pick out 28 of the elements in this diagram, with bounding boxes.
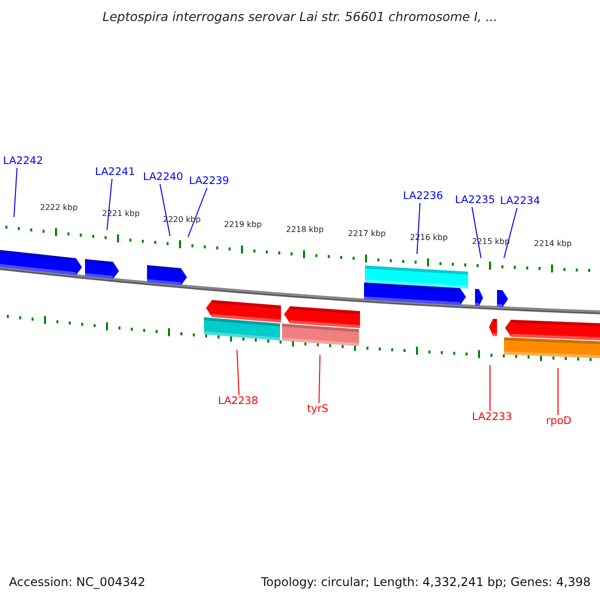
leader-line xyxy=(188,188,208,238)
gene-label: LA2238 xyxy=(218,395,258,408)
leader-line xyxy=(160,184,170,236)
gene-label: tyrS xyxy=(307,403,328,416)
leader-line xyxy=(236,350,240,396)
scale-label: 2214 kbp xyxy=(534,239,572,250)
gene-label: LA2241 xyxy=(95,166,135,179)
scale-label: 2217 kbp xyxy=(348,229,386,240)
leader-line xyxy=(504,208,518,258)
title: Leptospira interrogans serovar Lai str. 56601 chromosome I, ... xyxy=(101,9,499,24)
gene-label: rpoD xyxy=(546,415,572,428)
leader-line xyxy=(318,354,320,404)
footer-text: Accession: NC_004342 xyxy=(9,575,146,589)
footer-text: Topology: circular; Length: 4,332,241 bp; Genes: 4,398 xyxy=(261,575,591,589)
gene-label: LA2242 xyxy=(3,155,43,168)
gene-label: LA2240 xyxy=(143,171,183,184)
gene-label: LA2236 xyxy=(403,190,443,203)
gene-label: LA2234 xyxy=(500,195,540,208)
scale-label: 2219 kbp xyxy=(224,220,262,230)
scale-label: 2218 kbp xyxy=(286,225,324,236)
gene-label: LA2233 xyxy=(472,411,512,424)
leader-line xyxy=(14,168,18,218)
gene-label: LA2239 xyxy=(189,175,229,188)
leader-line xyxy=(472,206,482,258)
scale-label: 2222 kbp xyxy=(40,203,78,214)
leader-line xyxy=(106,178,112,230)
gene-label: LA2235 xyxy=(455,194,495,207)
leader-line xyxy=(416,202,420,254)
